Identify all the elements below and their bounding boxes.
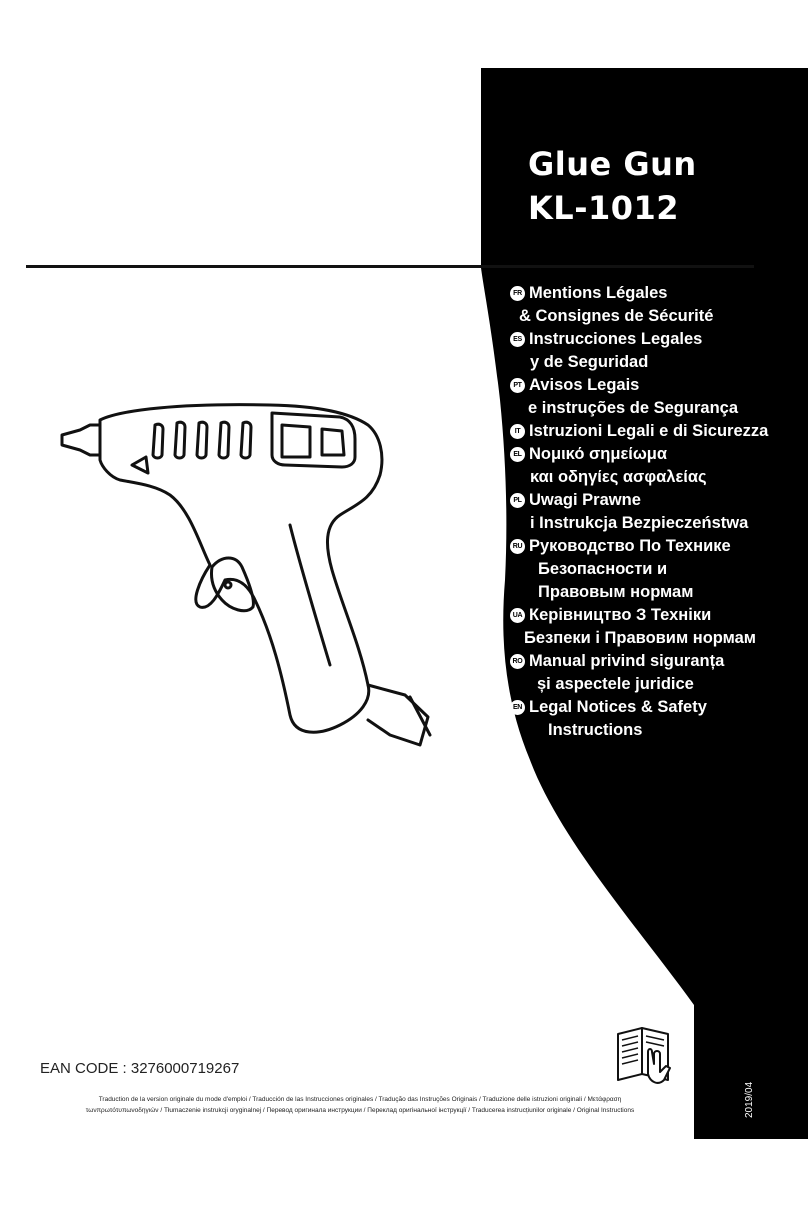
- language-badge: RO: [510, 654, 525, 669]
- language-title: Руководство По Технике: [529, 537, 731, 555]
- language-item-pt: PT Avisos Legais e instruções de Seguranç…: [510, 374, 768, 420]
- language-title: Istruzioni Legali e di Sicurezza: [529, 422, 769, 440]
- ean-code: EAN CODE : 3276000719267: [40, 1060, 240, 1077]
- disclaimer-line: Traduction de la version originale du mo…: [98, 1096, 622, 1103]
- language-subtitle: e instruções de Segurança: [528, 399, 738, 417]
- language-item-pl: PL Uwagi Prawne i Instrukcja Bezpieczeńst…: [510, 489, 768, 535]
- gun-illustration: [60, 403, 432, 747]
- language-list: FR Mentions Légales & Consignes de Sécuri…: [510, 282, 768, 742]
- product-model: KL-1012: [528, 189, 680, 227]
- language-title: Manual privind siguranța: [529, 652, 725, 670]
- publication-date: 2019/04: [744, 1081, 755, 1118]
- language-badge: PT: [510, 378, 525, 393]
- language-badge: UA: [510, 608, 525, 623]
- horizontal-rule: [26, 265, 754, 268]
- language-badge: PL: [510, 493, 525, 508]
- language-title: Instrucciones Legales: [529, 330, 703, 348]
- product-name: Glue Gun: [528, 145, 697, 183]
- language-title: Керівництво З Техніки: [529, 606, 712, 624]
- language-badge: IT: [510, 424, 525, 439]
- language-title: Mentions Légales: [529, 284, 668, 302]
- language-item-ro: RO Manual privind siguranța și aspectele …: [510, 650, 768, 696]
- read-manual-icon: [617, 1027, 671, 1084]
- language-title: Avisos Legais: [529, 376, 640, 394]
- language-subtitle: Instructions: [548, 721, 643, 739]
- language-title: Νομικό σημείωμα: [529, 445, 668, 463]
- language-item-el: EL Νομικό σημείωμα και οδηγίες ασφαλείας: [510, 443, 768, 489]
- language-item-fr: FR Mentions Légales & Consignes de Sécuri…: [510, 282, 768, 328]
- language-subtitle: & Consignes de Sécurité: [519, 307, 714, 325]
- language-badge: EN: [510, 700, 525, 715]
- language-subtitle: și aspectele juridice: [537, 675, 694, 693]
- language-badge: RU: [510, 539, 525, 554]
- language-subtitle: Безпеки і Правовим нормам: [524, 629, 757, 647]
- translation-disclaimer: Traduction de la version originale du mo…: [40, 1094, 680, 1116]
- disclaimer-line: τωνπρωτότυπωνοδηγιών / Tłumaczenie instr…: [85, 1107, 635, 1114]
- language-subtitle: Безопасности и: [538, 560, 668, 578]
- language-subtitle: y de Seguridad: [530, 353, 649, 371]
- language-subtitle: Правовым нормам: [538, 583, 694, 601]
- product-title: Glue Gun KL-1012: [528, 142, 697, 230]
- language-title: Uwagi Prawne: [529, 491, 641, 509]
- language-subtitle: i Instrukcja Bezpieczeństwa: [530, 514, 749, 532]
- language-title: Legal Notices & Safety: [529, 698, 707, 716]
- language-item-ua: UA Керівництво З Техніки Безпеки і Правов…: [510, 604, 768, 650]
- language-badge: FR: [510, 286, 525, 301]
- language-badge: EL: [510, 447, 525, 462]
- language-item-en: EN Legal Notices & Safety Instructions: [510, 696, 768, 742]
- language-item-it: IT Istruzioni Legali e di Sicurezza: [510, 420, 768, 443]
- language-item-es: ES Instrucciones Legales y de Seguridad: [510, 328, 768, 374]
- language-badge: ES: [510, 332, 525, 347]
- language-subtitle: και οδηγίες ασφαλείας: [530, 468, 707, 486]
